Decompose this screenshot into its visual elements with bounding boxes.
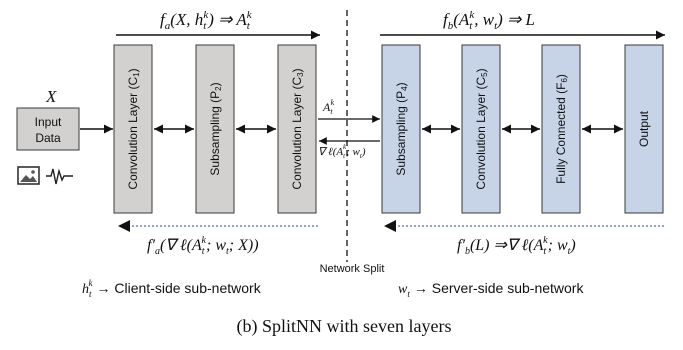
- input-label-line1: Input: [35, 115, 62, 129]
- server-forward-formula: fb(Atk, wt) ⇒ L: [443, 9, 535, 32]
- server-gradient-formula: f′b(L) ⇒∇ ℓ(Atk; wt): [457, 235, 576, 257]
- server-side-caption: wt→ Server-side sub-network: [398, 280, 584, 299]
- server-layer-p4-label: Subsampling (P4): [394, 82, 409, 175]
- figure-caption: (b) SplitNN with seven layers: [237, 316, 452, 337]
- split-backward-label: ∇ ℓ(Atk; wt): [318, 143, 366, 160]
- server-layer-output-label: Output: [637, 110, 651, 147]
- server-layer-c5-label: Convolution Layer (C5): [474, 68, 489, 189]
- client-side-caption: htk→ Client-side sub-network: [82, 278, 262, 299]
- server-layer-c5: [461, 44, 501, 214]
- network-split-label: Network Split: [320, 263, 385, 275]
- input-label-line2: Data: [35, 131, 61, 145]
- image-icon: [17, 166, 40, 185]
- input-symbol: X: [45, 87, 57, 106]
- server-layer-f6: [541, 44, 581, 214]
- client-gradient-formula: f′a(∇ ℓ(Atk; wt; X)): [147, 235, 259, 257]
- client-layer-c3: [277, 44, 317, 214]
- server-layer-output: [624, 44, 664, 214]
- client-layer-c1: [113, 44, 153, 214]
- client-layer-c3-label: Convolution Layer (C3): [290, 68, 305, 189]
- split-forward-label: Atk: [322, 98, 335, 116]
- waveform-icon: [46, 168, 73, 185]
- client-layer-p2-label: Subsampling (P2): [208, 82, 223, 175]
- client-layer-c1-label: Convolution Layer (C1): [126, 68, 141, 189]
- client-layer-p2: [195, 44, 235, 214]
- server-layer-f6-label: Fully Connected (F6): [554, 74, 569, 184]
- server-layer-p4: [381, 44, 421, 214]
- client-forward-formula: fa(X, htk) ⇒ Atk: [160, 9, 253, 32]
- input-data-box: [16, 107, 80, 151]
